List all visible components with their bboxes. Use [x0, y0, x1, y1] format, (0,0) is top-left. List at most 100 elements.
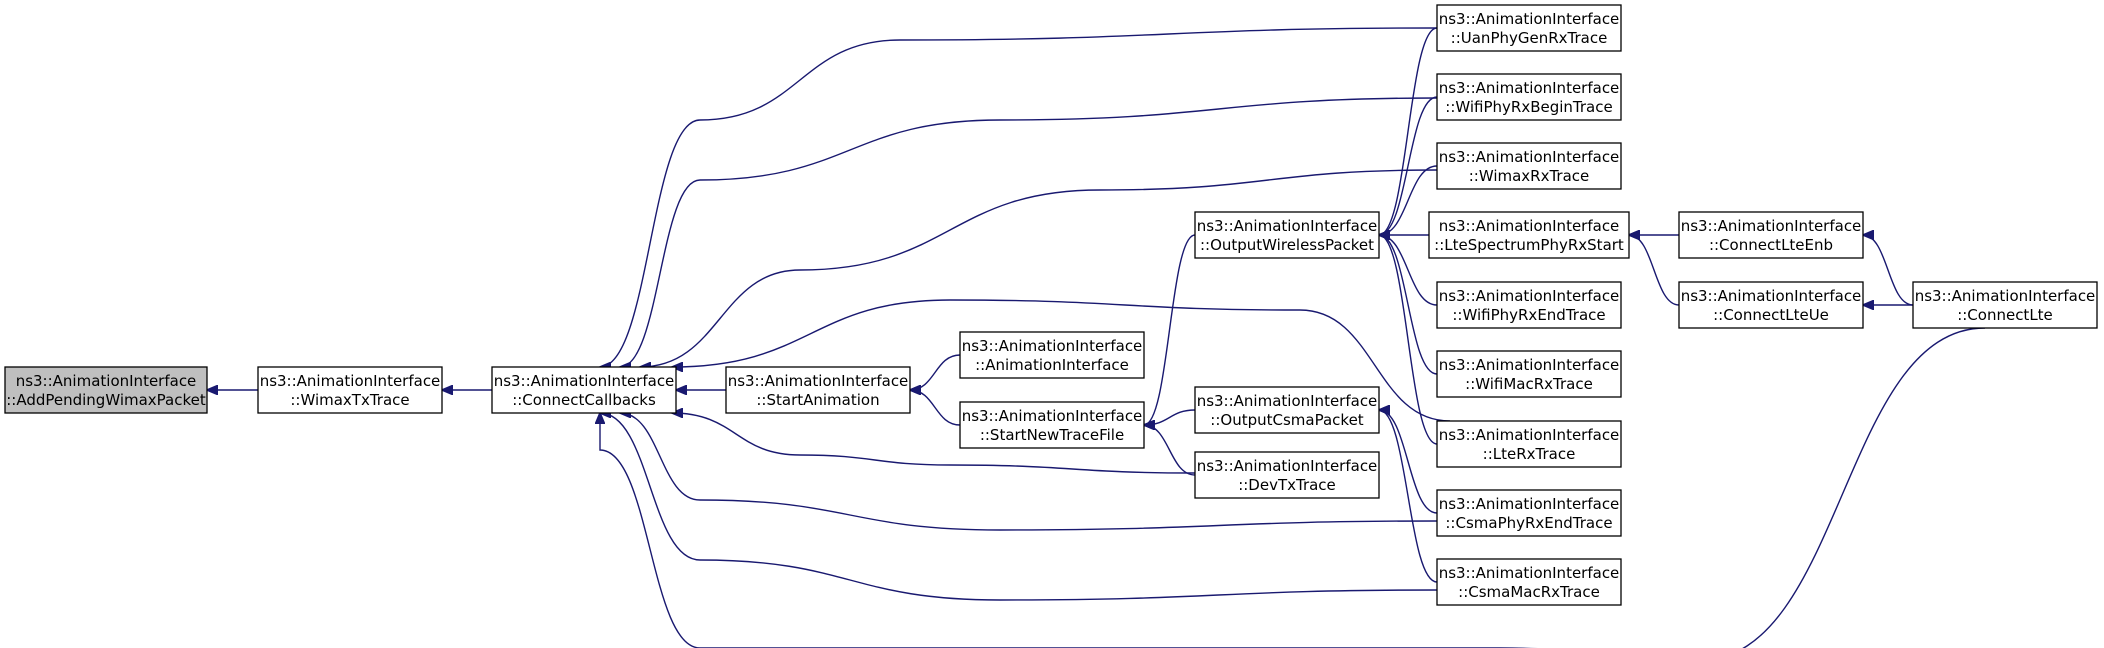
node-label-line1: ns3::AnimationInterface: [1197, 457, 1378, 475]
node-label-line1: ns3::AnimationInterface: [260, 372, 441, 390]
node-label-line1: ns3::AnimationInterface: [1681, 217, 1862, 235]
node-label-line1: ns3::AnimationInterface: [1439, 287, 1620, 305]
node-label-line2: ::ConnectLteUe: [1713, 306, 1829, 324]
node-label-line1: ns3::AnimationInterface: [1915, 287, 2096, 305]
node-box: [1436, 420, 1622, 468]
edge-csma_mac_rx_trace-to-output_csma_packet: [1379, 410, 1438, 583]
node-box: [1436, 558, 1622, 606]
node-wifi-phy-rx-end-trace[interactable]: ns3::AnimationInterface::WifiPhyRxEndTra…: [1436, 281, 1622, 329]
edge-start_new_trace_file-to-start_animation: [910, 390, 961, 426]
node-box: [1678, 211, 1864, 259]
node-box: [959, 331, 1145, 379]
edge-connect_lte-to-connect_callbacks: [600, 327, 1986, 648]
node-csma-mac-rx-trace[interactable]: ns3::AnimationInterface::CsmaMacRxTrace: [1436, 558, 1622, 606]
edge-wifi_phy_rx_end_trace-to-output_wireless_packet: [1379, 235, 1438, 306]
node-animation-interface[interactable]: ns3::AnimationInterface::AnimationInterf…: [959, 331, 1145, 379]
node-box: [257, 366, 443, 414]
edge-wimax_rx_trace-to-connect_callbacks: [640, 169, 1438, 367]
node-box: [491, 366, 677, 414]
node-label-line2: ::OutputWirelessPacket: [1200, 236, 1374, 254]
node-label-line1: ns3::AnimationInterface: [1681, 287, 1862, 305]
node-box: [1194, 211, 1380, 259]
node-box: [959, 401, 1145, 449]
edge-csma_mac_rx_trace-to-connect_callbacks: [600, 413, 1438, 601]
edge-wifi_phy_rx_begin_trace-to-output_wireless_packet: [1379, 96, 1438, 235]
node-label-line1: ns3::AnimationInterface: [1439, 79, 1620, 97]
node-label-line2: ::StartAnimation: [756, 391, 879, 409]
edge-dev_tx_trace-to-connect_callbacks: [672, 413, 1196, 474]
node-label-line1: ns3::AnimationInterface: [1197, 392, 1378, 410]
edge-wifi_mac_rx_trace-to-output_wireless_packet: [1379, 235, 1438, 375]
node-label-line2: ::OutputCsmaPacket: [1210, 411, 1363, 429]
node-box: [1678, 281, 1864, 329]
node-lte-rx-trace[interactable]: ns3::AnimationInterface::LteRxTrace: [1436, 420, 1622, 468]
node-label-line2: ::ConnectCallbacks: [512, 391, 656, 409]
node-label-line2: ::AddPendingWimaxPacket: [6, 391, 206, 409]
node-wimax-tx-trace[interactable]: ns3::AnimationInterface::WimaxTxTrace: [257, 366, 443, 414]
node-label-line1: ns3::AnimationInterface: [494, 372, 675, 390]
node-label-line2: ::AnimationInterface: [975, 356, 1129, 374]
node-label-line2: ::WifiPhyRxBeginTrace: [1445, 98, 1612, 116]
node-output-csma-packet[interactable]: ns3::AnimationInterface::OutputCsmaPacke…: [1194, 386, 1380, 434]
edge-csma_phy_rx_end_trace-to-connect_callbacks: [620, 413, 1438, 531]
edge-uan_phy_gen_rx_trace-to-output_wireless_packet: [1379, 27, 1438, 235]
node-label-line1: ns3::AnimationInterface: [1439, 10, 1620, 28]
node-label-line1: ns3::AnimationInterface: [1439, 564, 1620, 582]
edge-wimax_rx_trace-to-output_wireless_packet: [1379, 165, 1438, 235]
node-box: [1436, 281, 1622, 329]
node-box: [1194, 451, 1380, 499]
node-label-line2: ::UanPhyGenRxTrace: [1451, 29, 1608, 47]
node-label-line1: ns3::AnimationInterface: [962, 407, 1143, 425]
node-label-line2: ::ConnectLte: [1957, 306, 2053, 324]
node-label-line2: ::LteRxTrace: [1483, 445, 1576, 463]
node-label-line2: ::WifiMacRxTrace: [1465, 375, 1593, 393]
node-start-new-trace-file[interactable]: ns3::AnimationInterface::StartNewTraceFi…: [959, 401, 1145, 449]
node-connect-lte-enb[interactable]: ns3::AnimationInterface::ConnectLteEnb: [1678, 211, 1864, 259]
edge-lte_rx_trace-to-connect_callbacks: [672, 299, 1451, 422]
node-label-line1: ns3::AnimationInterface: [1439, 217, 1620, 235]
edge-output_wireless_packet-to-start_new_trace_file: [1144, 234, 1196, 425]
node-lte-spectrum-phy-rx-start[interactable]: ns3::AnimationInterface::LteSpectrumPhyR…: [1428, 211, 1630, 259]
node-box: [1436, 350, 1622, 398]
node-label-line1: ns3::AnimationInterface: [1439, 495, 1620, 513]
node-label-line1: ns3::AnimationInterface: [1439, 356, 1620, 374]
edges-layer: [207, 27, 1986, 648]
node-uan-phy-gen-rx-trace[interactable]: ns3::AnimationInterface::UanPhyGenRxTrac…: [1436, 4, 1622, 52]
node-wifi-mac-rx-trace[interactable]: ns3::AnimationInterface::WifiMacRxTrace: [1436, 350, 1622, 398]
node-start-animation[interactable]: ns3::AnimationInterface::StartAnimation: [725, 366, 911, 414]
node-csma-phy-rx-end-trace[interactable]: ns3::AnimationInterface::CsmaPhyRxEndTra…: [1436, 489, 1622, 537]
node-label-line2: ::WimaxRxTrace: [1469, 167, 1590, 185]
node-add-pending-wimax[interactable]: ns3::AnimationInterface::AddPendingWimax…: [4, 366, 208, 414]
node-label-line2: ::StartNewTraceFile: [980, 426, 1124, 444]
edge-uan_phy_gen_rx_trace-to-connect_callbacks: [600, 27, 1438, 367]
node-dev-tx-trace[interactable]: ns3::AnimationInterface::DevTxTrace: [1194, 451, 1380, 499]
node-connect-lte-ue[interactable]: ns3::AnimationInterface::ConnectLteUe: [1678, 281, 1864, 329]
node-label-line1: ns3::AnimationInterface: [728, 372, 909, 390]
node-label-line2: ::LteSpectrumPhyRxStart: [1434, 236, 1624, 254]
edge-animation_interface-to-start_animation: [910, 354, 961, 390]
node-connect-callbacks[interactable]: ns3::AnimationInterface::ConnectCallback…: [491, 366, 677, 414]
node-box: [725, 366, 911, 414]
edge-lte_rx_trace-to-output_wireless_packet: [1379, 235, 1438, 445]
edge-wifi_phy_rx_begin_trace-to-connect_callbacks: [620, 97, 1438, 367]
node-box: [1194, 386, 1380, 434]
node-label-line2: ::WimaxTxTrace: [290, 391, 409, 409]
node-box: [1436, 142, 1622, 190]
node-box: [4, 366, 208, 414]
node-connect-lte[interactable]: ns3::AnimationInterface::ConnectLte: [1912, 281, 2098, 329]
node-label-line2: ::CsmaPhyRxEndTrace: [1445, 514, 1612, 532]
node-wifi-phy-rx-begin-trace[interactable]: ns3::AnimationInterface::WifiPhyRxBeginT…: [1436, 73, 1622, 121]
node-label-line1: ns3::AnimationInterface: [1439, 148, 1620, 166]
edge-dev_tx_trace-to-start_new_trace_file: [1144, 425, 1196, 476]
node-label-line1: ns3::AnimationInterface: [16, 372, 197, 390]
node-box: [1912, 281, 2098, 329]
edge-connect_lte_ue-to-lte_spectrum_phy_rx_start: [1629, 235, 1680, 306]
node-output-wireless-packet[interactable]: ns3::AnimationInterface::OutputWirelessP…: [1194, 211, 1380, 259]
node-box: [1428, 211, 1630, 259]
node-label-line2: ::WifiPhyRxEndTrace: [1452, 306, 1605, 324]
node-wimax-rx-trace[interactable]: ns3::AnimationInterface::WimaxRxTrace: [1436, 142, 1622, 190]
node-label-line1: ns3::AnimationInterface: [1439, 426, 1620, 444]
nodes-layer: ns3::AnimationInterface::AddPendingWimax…: [4, 4, 2098, 606]
node-label-line2: ::DevTxTrace: [1238, 476, 1336, 494]
